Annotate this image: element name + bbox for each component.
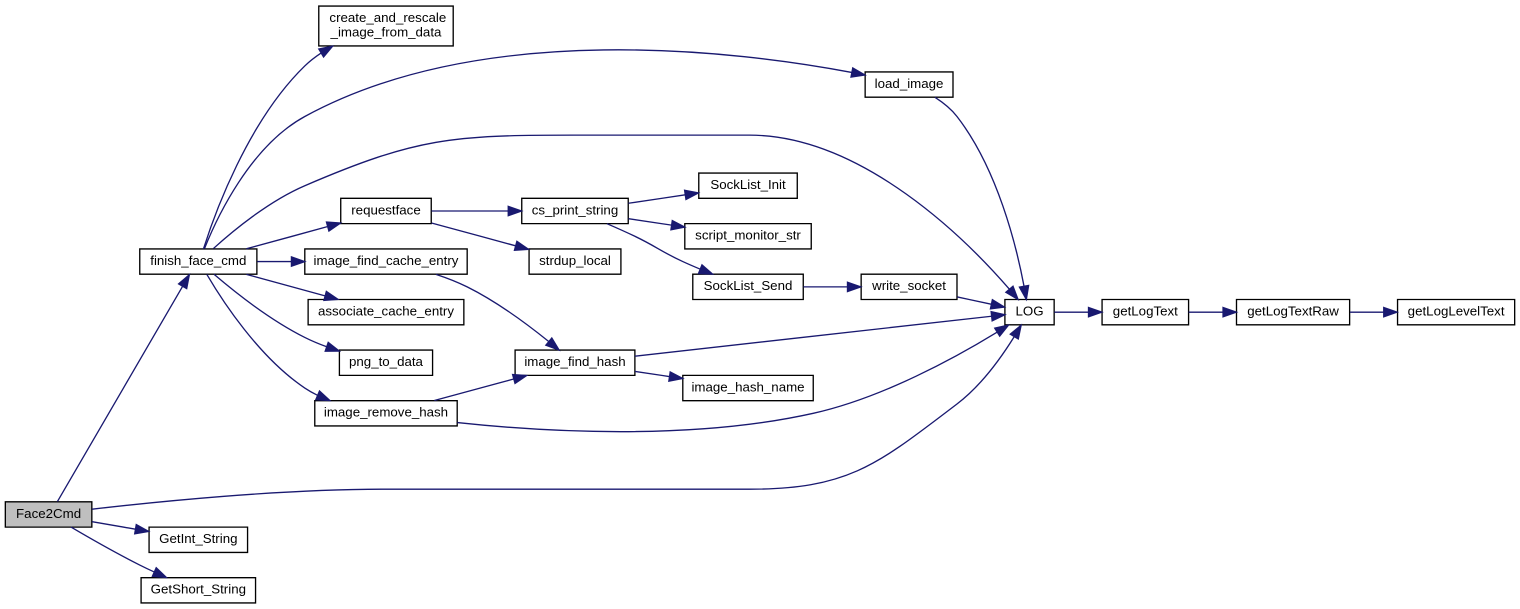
svg-text:GetShort_String: GetShort_String bbox=[151, 582, 246, 597]
svg-text:cs_print_string: cs_print_string bbox=[532, 202, 618, 217]
svg-text:GetInt_String: GetInt_String bbox=[159, 531, 237, 546]
svg-text:image_remove_hash: image_remove_hash bbox=[324, 405, 448, 420]
svg-text:associate_cache_entry: associate_cache_entry bbox=[318, 303, 454, 318]
svg-text:Face2Cmd: Face2Cmd bbox=[16, 506, 81, 521]
svg-text:image_find_cache_entry: image_find_cache_entry bbox=[314, 253, 459, 268]
svg-text:image_find_hash: image_find_hash bbox=[524, 354, 625, 369]
svg-text:create_and_rescale: create_and_rescale bbox=[329, 10, 446, 25]
svg-text:getLogText: getLogText bbox=[1113, 303, 1178, 318]
svg-text:finish_face_cmd: finish_face_cmd bbox=[150, 253, 246, 268]
svg-text:SockList_Send: SockList_Send bbox=[704, 278, 793, 293]
svg-text:getLogTextRaw: getLogTextRaw bbox=[1247, 303, 1339, 318]
svg-text:image_hash_name: image_hash_name bbox=[691, 379, 804, 394]
svg-text:_image_from_data: _image_from_data bbox=[330, 25, 442, 40]
svg-text:LOG: LOG bbox=[1015, 303, 1043, 318]
svg-text:write_socket: write_socket bbox=[871, 278, 946, 293]
svg-text:strdup_local: strdup_local bbox=[539, 253, 611, 268]
svg-text:SockList_Init: SockList_Init bbox=[710, 177, 786, 192]
svg-text:png_to_data: png_to_data bbox=[349, 354, 424, 369]
svg-text:getLogLevelText: getLogLevelText bbox=[1408, 303, 1505, 318]
svg-text:script_monitor_str: script_monitor_str bbox=[695, 228, 801, 243]
svg-text:load_image: load_image bbox=[875, 76, 944, 91]
svg-text:requestface: requestface bbox=[351, 202, 420, 217]
